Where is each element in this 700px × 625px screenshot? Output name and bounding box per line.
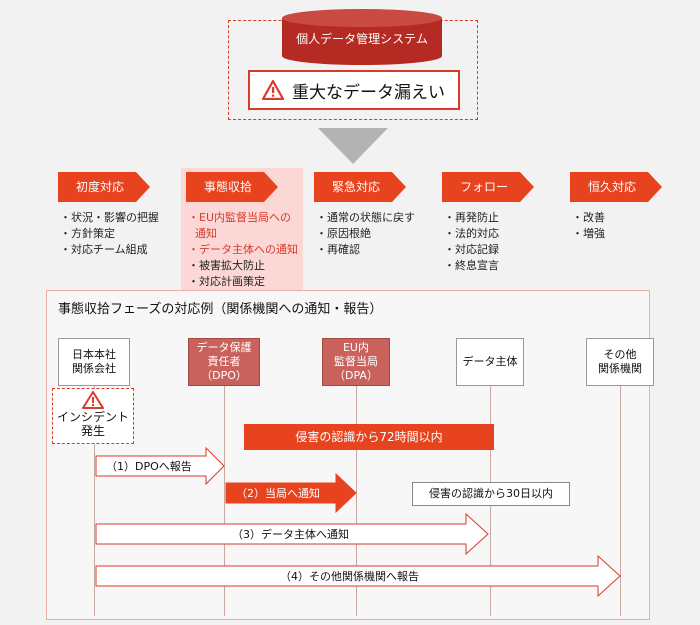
database-label: 個人データ管理システム [296,32,428,46]
entity-japan-hq: 日本本社関係会社 [58,338,130,386]
down-arrow-icon [318,128,388,164]
phase-label: 恒久対応 [587,180,636,194]
phase-label: 初度対応 [75,180,124,194]
phase-item: ・対応チーム組成 [60,243,148,256]
phase-item: ・データ主体への通知 [188,243,298,256]
phase-item: ・通常の状態に戻す [316,211,415,224]
lifeline-dpo [224,386,225,616]
phase-items-follow: ・再発防止 ・法的対応 ・対応記録 ・終息宣言 [444,210,499,274]
phase-chevron-containment: 事態収拾 [186,172,278,202]
entity-other-orgs: その他関係機関 [586,338,654,386]
step3-label: （3）データ主体へ通知 [232,527,349,541]
phase-label: 緊急対応 [331,180,380,194]
phase-item: 通知 [195,227,217,240]
phase-items-containment: ・EU内監督当局への 通知 ・データ主体への通知 ・被害拡大防止 ・対応計画策定 [188,210,298,290]
lifeline-dpa [356,386,357,616]
phase-item: ・再発防止 [444,211,499,224]
step2-label: （2）当局へ通知 [236,486,320,500]
step1-label: （1）DPOへ報告 [106,460,192,473]
panel-title: 事態収拾フェーズの対応例（関係機関への通知・報告） [58,302,383,317]
incident-label: インシデント発生 [56,410,129,438]
lifeline-other [620,386,621,616]
entity-data-subject: データ主体 [456,338,524,386]
phase-item: ・被害拡大防止 [188,259,265,272]
phase-chevron-permanent: 恒久対応 [570,172,662,202]
warning-triangle-icon [262,80,284,100]
phase-item: ・改善 [572,211,605,224]
phase-chevron-follow: フォロー [442,172,534,202]
warning-triangle-icon [82,391,104,409]
deadline-72h: 侵害の認識から72時間以内 [244,424,494,450]
phase-label: 事態収拾 [203,180,252,194]
phase-items-permanent: ・改善 ・増強 [572,210,605,242]
arrow-step1 [95,446,225,486]
phase-items-initial: ・状況・影響の把握 ・方針策定 ・対応チーム組成 [60,210,159,258]
arrow-step4 [95,554,621,598]
phase-chevron-initial: 初度対応 [58,172,150,202]
phase-item: ・EU内監督当局への [188,211,292,224]
entity-dpa: EU内監督当局（DPA） [322,338,390,386]
phase-item: ・再確認 [316,243,360,256]
phase-item: ・終息宣言 [444,259,499,272]
arrow-step2 [225,472,357,514]
deadline-30d: 侵害の認識から30日以内 [412,482,570,506]
entity-dpo: データ保護責任者（DPO） [188,338,260,386]
phase-item: ・法的対応 [444,227,499,240]
database-icon [282,9,442,65]
phase-items-emergency: ・通常の状態に戻す ・原因根絶 ・再確認 [316,210,415,258]
critical-leak-box [248,70,460,110]
critical-leak-title: 重大なデータ漏えい [292,83,445,103]
phase-item: ・対応計画策定 [188,275,265,288]
phase-item: ・増強 [572,227,605,240]
phase-item: ・状況・影響の把握 [60,211,159,224]
phase-item: ・対応記録 [444,243,499,256]
step4-label: （4）その他関係機関へ報告 [280,569,419,583]
phase-item: ・方針策定 [60,227,115,240]
phase-label: フォロー [459,180,508,194]
lifeline-hq [94,386,95,616]
arrow-step3 [95,512,489,556]
phase-item: ・原因根絶 [316,227,371,240]
phase-chevron-emergency: 緊急対応 [314,172,406,202]
